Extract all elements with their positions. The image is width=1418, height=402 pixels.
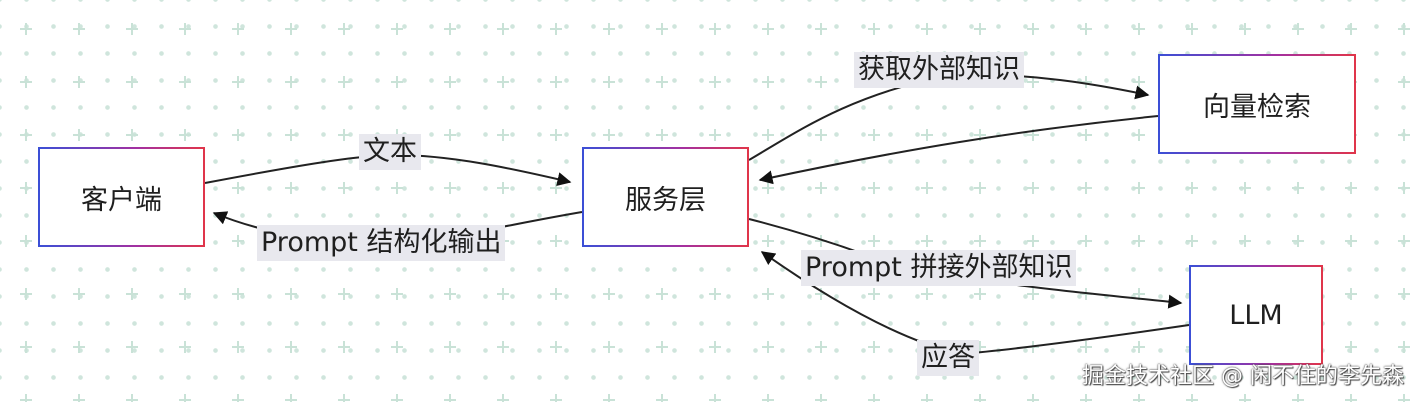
edge-label-text: 文本 <box>359 134 421 170</box>
node-service-label: 服务层 <box>625 184 706 216</box>
node-client-label: 客户端 <box>81 184 162 216</box>
edge-vector-to-service <box>758 115 1159 185</box>
node-client[interactable]: 客户端 <box>38 147 205 247</box>
edge-label-response: 应答 <box>917 340 979 376</box>
node-llm-label: LLM <box>1229 299 1283 331</box>
edge-label-prompt-concat: Prompt 拼接外部知识 <box>801 250 1077 286</box>
edge-label-fetch-knowledge: 获取外部知识 <box>854 52 1024 88</box>
node-vector-search-label: 向量检索 <box>1203 91 1311 123</box>
node-vector-search[interactable]: 向量检索 <box>1158 54 1356 154</box>
node-service[interactable]: 服务层 <box>582 147 749 247</box>
edge-label-structured-output: Prompt 结构化输出 <box>257 225 506 261</box>
node-llm[interactable]: LLM <box>1189 265 1323 365</box>
watermark: 掘金技术社区 @ 闲不住的李先森 <box>1082 364 1404 389</box>
